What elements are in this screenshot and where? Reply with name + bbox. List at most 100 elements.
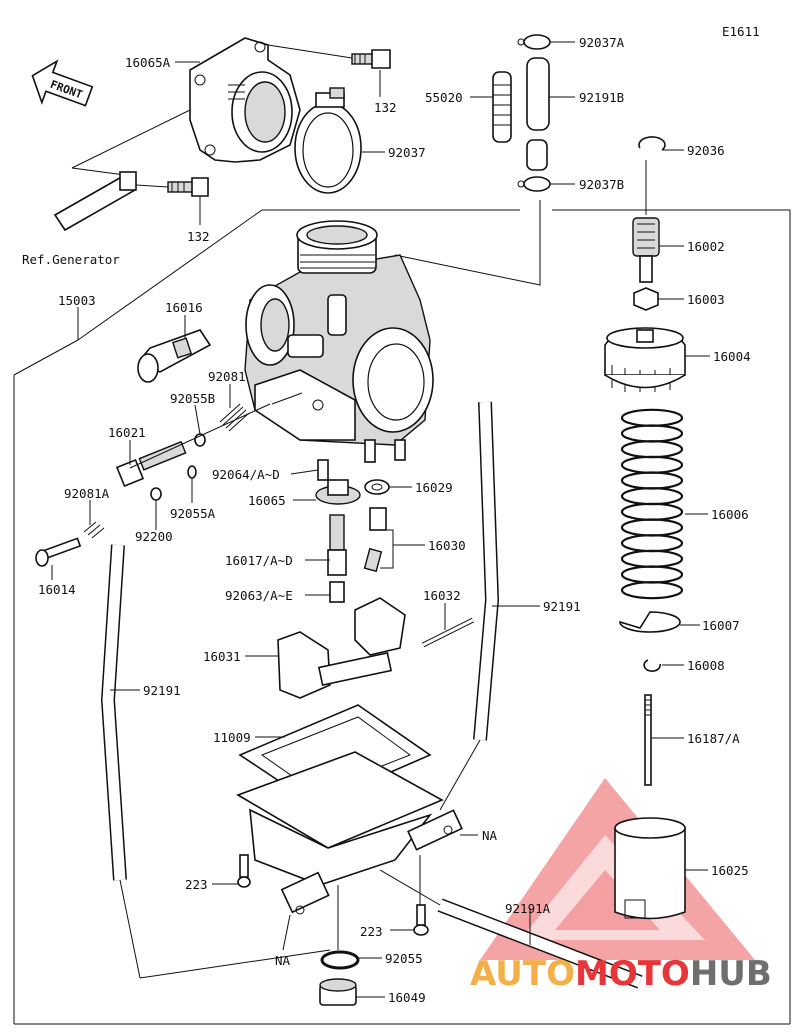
label-16017: 16017/A~D	[225, 553, 293, 568]
label-16002: 16002	[687, 239, 725, 254]
part-labels: E1611 16065A 132 92037 92037A 55020 9219…	[22, 24, 760, 1005]
part-92191B-hose	[526, 57, 550, 171]
label-16021: 16021	[108, 425, 146, 440]
part-16002-adjuster	[632, 217, 660, 283]
part-92037-clamp	[294, 87, 362, 194]
part-16032-pin	[421, 617, 475, 648]
part-16006-spring	[620, 408, 684, 600]
label-11009: 11009	[213, 730, 251, 745]
label-92081: 92081	[208, 369, 246, 384]
label-92037: 92037	[388, 145, 426, 160]
label-16006: 16006	[711, 507, 749, 522]
label-92055B: 92055B	[170, 391, 215, 406]
part-92063-pilot-jet	[329, 581, 345, 603]
part-16049-drain-plug	[319, 978, 357, 1006]
part-92037B-clip	[517, 176, 551, 192]
spring-coil	[620, 424, 684, 443]
part-16007-plate	[619, 611, 681, 633]
part-16065A-manifold	[189, 37, 301, 163]
spring-coil	[620, 502, 684, 521]
spring-coil	[620, 565, 684, 584]
part-92036-clip	[638, 136, 666, 151]
part-16017-needle-jet	[327, 514, 347, 576]
label-16187: 16187/A	[687, 731, 740, 746]
label-92191A: 92191A	[505, 901, 551, 916]
spring-coil	[620, 455, 684, 474]
label-92055A: 92055A	[170, 506, 216, 521]
part-16065-holder	[315, 479, 361, 505]
label-223-left: 223	[185, 877, 208, 892]
label-92063: 92063/A~E	[225, 588, 293, 603]
watermark-moto: MOTO	[575, 954, 690, 994]
label-92036: 92036	[687, 143, 725, 158]
float-bowl	[236, 751, 463, 915]
part-16025-throttle-valve	[614, 817, 686, 920]
label-132-upper: 132	[374, 100, 397, 115]
part-55020-tube	[492, 71, 512, 143]
diagram-code: E1611	[722, 24, 760, 39]
label-55020: 55020	[425, 90, 463, 105]
watermark-text: AUTOMOTOHUB	[470, 954, 772, 994]
label-92055: 92055	[385, 951, 423, 966]
label-16049: 16049	[388, 990, 426, 1005]
label-16065: 16065	[248, 493, 286, 508]
part-92037A-clip	[517, 34, 551, 50]
spring-coil	[620, 581, 684, 600]
part-92191A-hose	[437, 898, 643, 989]
watermark-hub: HUB	[690, 954, 772, 994]
spring-coil	[620, 487, 684, 506]
part-92064-jet	[317, 459, 329, 481]
label-16016: 16016	[165, 300, 203, 315]
label-16025: 16025	[711, 863, 749, 878]
label-16008: 16008	[687, 658, 725, 673]
part-16016-choke	[137, 329, 212, 383]
spring-coil	[620, 440, 684, 459]
part-16030-jet	[363, 507, 387, 573]
spring-coil	[620, 471, 684, 490]
front-arrow: FRONT	[31, 59, 94, 107]
label-92081A: 92081A	[64, 486, 110, 501]
part-132-bolt-upper	[351, 49, 391, 69]
spring-coil	[620, 549, 684, 568]
label-92037A: 92037A	[579, 35, 625, 50]
part-15003-carb-body	[244, 220, 434, 463]
part-223-screw-right	[413, 904, 429, 936]
spring-coil	[620, 518, 684, 537]
part-16021-screw	[115, 440, 187, 488]
part-92191-hose-left	[100, 544, 127, 881]
part-16003-nut	[633, 287, 659, 311]
part-92081A-spring	[83, 521, 105, 539]
part-223-screw-left	[237, 854, 251, 888]
ref-generator-strap	[53, 171, 137, 232]
label-16004: 16004	[713, 349, 751, 364]
ref-generator-label: Ref.Generator	[22, 252, 120, 267]
part-92055-oring	[320, 950, 360, 970]
label-na-right: NA	[482, 828, 498, 843]
label-92191-right: 92191	[543, 599, 581, 614]
label-92191-left: 92191	[143, 683, 181, 698]
label-92200: 92200	[135, 529, 173, 544]
label-92064: 92064/A~D	[212, 467, 280, 482]
part-16029-washer	[364, 479, 390, 495]
part-16008-clip	[643, 659, 661, 672]
label-16030: 16030	[428, 538, 466, 553]
part-16014-screw	[35, 537, 82, 567]
label-16003: 16003	[687, 292, 725, 307]
part-92055A-oring	[187, 465, 197, 479]
label-16032: 16032	[423, 588, 461, 603]
part-16004-cap	[604, 327, 686, 392]
label-16029: 16029	[415, 480, 453, 495]
part-16031-float	[277, 597, 406, 699]
label-16014: 16014	[38, 582, 76, 597]
watermark-auto: AUTO	[470, 954, 575, 994]
part-92191-hose-right	[473, 401, 500, 741]
label-15003: 15003	[58, 293, 96, 308]
label-92037B: 92037B	[579, 177, 624, 192]
label-16031: 16031	[203, 649, 241, 664]
frame-lines	[13, 109, 791, 1025]
leader-lines	[51, 41, 710, 998]
label-223-right: 223	[360, 924, 383, 939]
label-92191B: 92191B	[579, 90, 624, 105]
spring-coil	[620, 534, 684, 553]
